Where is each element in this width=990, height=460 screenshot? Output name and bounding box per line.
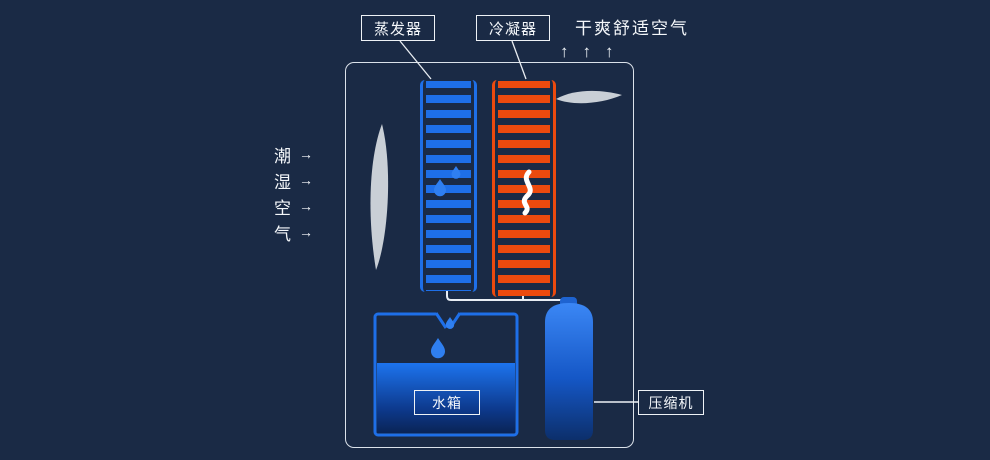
right-arrow-icon: → [299, 146, 313, 162]
water-tank-label: 水箱 [414, 390, 480, 415]
dry-air-flow-arrows: ↑ ↑ ↑ [560, 42, 614, 62]
humid-air-char: 气 [274, 224, 291, 244]
right-arrow-icon: → [299, 172, 313, 188]
humid-air-char: 湿 [274, 172, 291, 192]
humid-air-row: 潮 → [274, 141, 313, 167]
evaporator-label: 蒸发器 [361, 15, 435, 41]
humid-air-row: 气 → [274, 219, 313, 245]
compressor-label: 压缩机 [638, 390, 704, 415]
up-arrow-icon: ↑ [605, 42, 614, 61]
humid-air-char: 潮 [274, 146, 291, 166]
right-arrow-icon: → [299, 224, 313, 240]
humid-air-label: 潮 → 湿 → 空 → 气 → [274, 141, 313, 245]
condenser-coil [492, 80, 556, 297]
evaporator-coil [420, 80, 477, 292]
device-outline [345, 62, 634, 448]
humid-air-char: 空 [274, 198, 291, 218]
up-arrow-icon: ↑ [560, 42, 569, 61]
up-arrow-icon: ↑ [582, 42, 592, 61]
humid-air-row: 湿 → [274, 167, 313, 193]
right-arrow-icon: → [299, 198, 313, 214]
dry-air-label: 干爽舒适空气 [575, 19, 689, 38]
condenser-label: 冷凝器 [476, 15, 550, 41]
humid-air-row: 空 → [274, 193, 313, 219]
